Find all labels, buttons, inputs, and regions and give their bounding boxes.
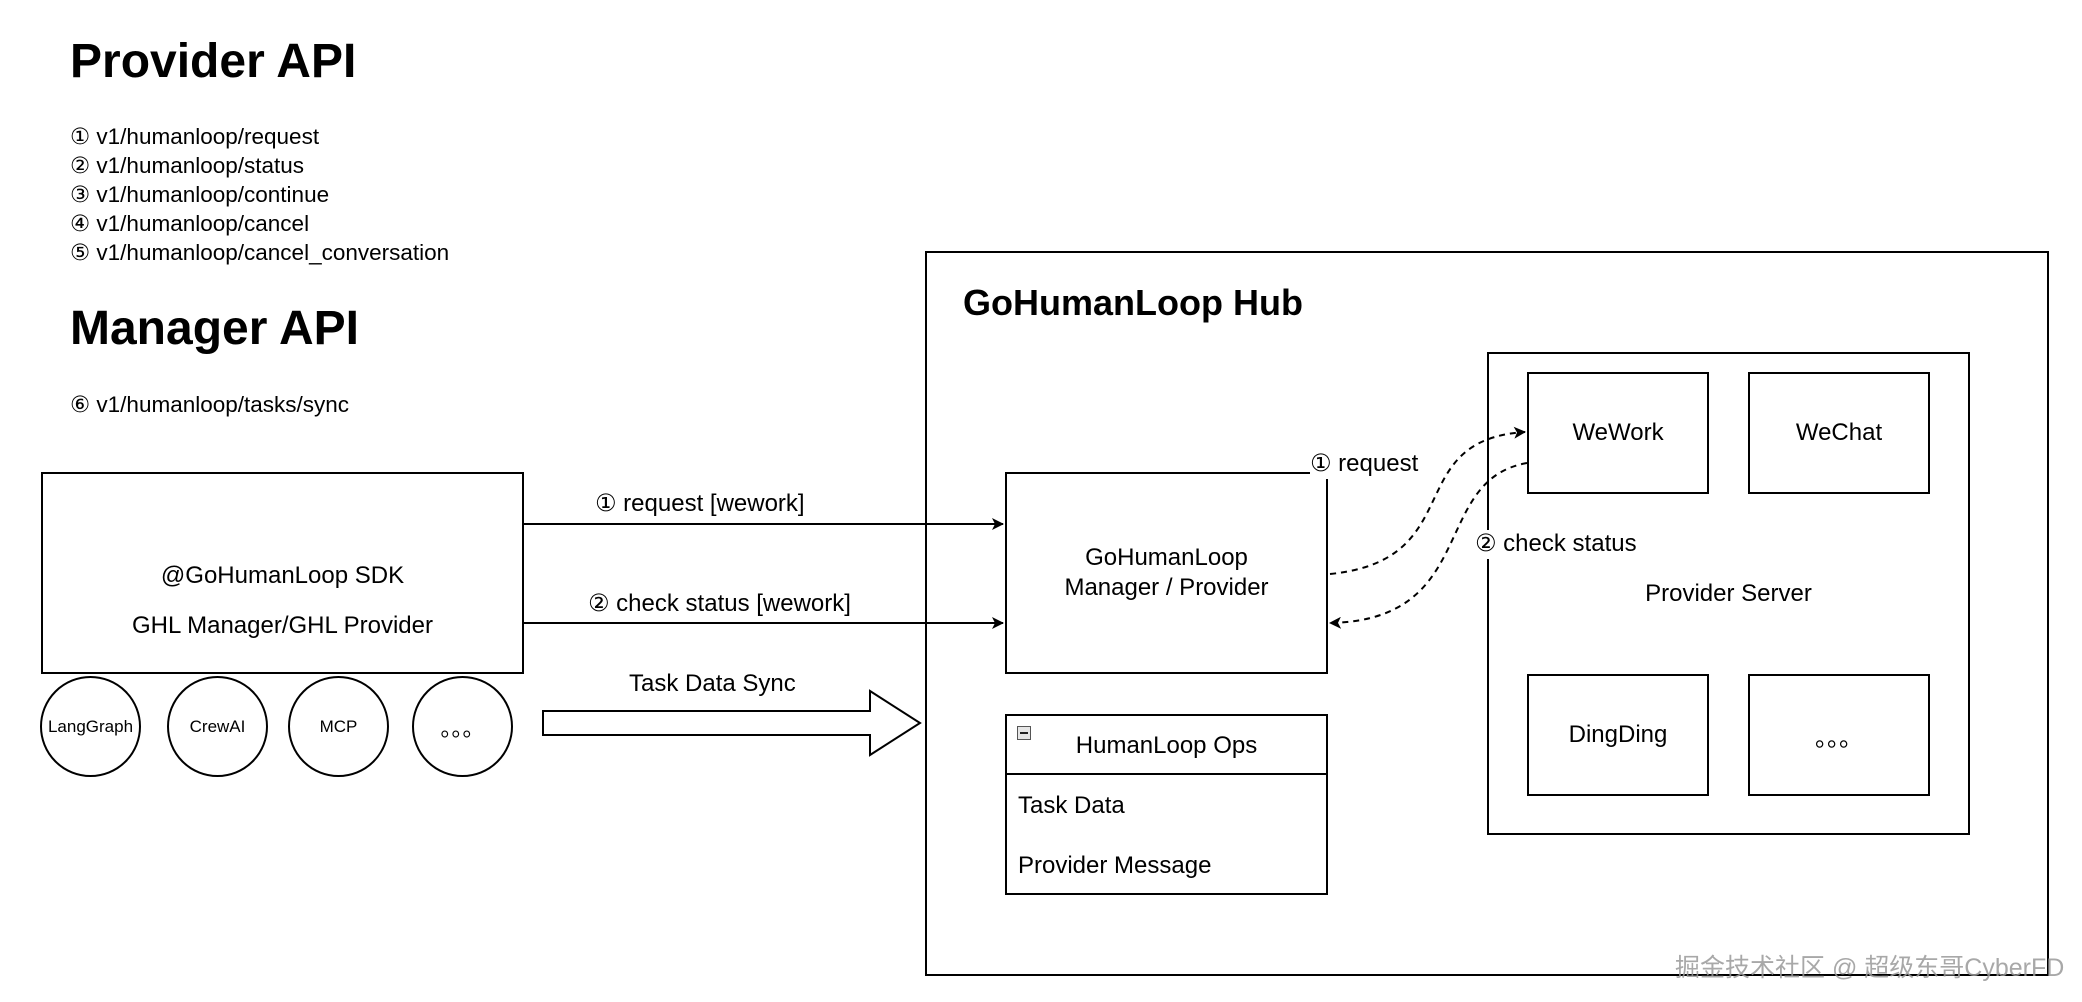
humanloop-ops-title: HumanLoop Ops xyxy=(1075,732,1258,759)
endpoint-cancel-conversation: ⑤ v1/humanloop/cancel_conversation xyxy=(70,240,450,265)
integration-crewai: CrewAI xyxy=(167,676,268,777)
provider-more: 。。。 xyxy=(1748,674,1930,796)
endpoint-cancel: ④ v1/humanloop/cancel xyxy=(70,211,310,236)
task-data-sync-arrow xyxy=(542,689,922,757)
sdk-subtitle: GHL Manager/GHL Provider xyxy=(131,612,433,639)
request-arrow-label: ① request [wework] xyxy=(595,490,805,517)
hub-request-label: ① request xyxy=(1310,450,1419,479)
collapse-icon[interactable] xyxy=(1017,726,1031,740)
hub-container xyxy=(925,251,2049,976)
status-arrow-label: ② check status [wework] xyxy=(588,590,851,617)
endpoint-tasks-sync: ⑥ v1/humanloop/tasks/sync xyxy=(70,392,350,417)
manager-provider-box: GoHumanLoop Manager / Provider xyxy=(1005,472,1328,674)
manager-api-title: Manager API xyxy=(70,302,359,355)
manager-provider-title: GoHumanLoop xyxy=(1085,544,1248,571)
provider-wework: WeWork xyxy=(1527,372,1709,494)
humanloop-ops-header: HumanLoop Ops xyxy=(1007,716,1326,775)
sdk-title: @GoHumanLoop SDK xyxy=(160,562,405,589)
endpoint-request: ① v1/humanloop/request xyxy=(70,124,320,149)
integration-langgraph: LangGraph xyxy=(40,676,141,777)
integration-more: 。。。 xyxy=(412,676,513,777)
endpoint-status: ② v1/humanloop/status xyxy=(70,153,305,178)
endpoint-continue: ③ v1/humanloop/continue xyxy=(70,182,330,207)
humanloop-ops-table: HumanLoop Ops Task Data Provider Message xyxy=(1005,714,1328,895)
hub-request-curve xyxy=(1329,426,1526,575)
ops-item-task-data: Task Data xyxy=(1018,792,1125,819)
watermark: 掘金技术社区 @ 超级东哥CyberFD xyxy=(1675,954,2065,982)
hub-status-curve xyxy=(1329,462,1528,629)
provider-dingding: DingDing xyxy=(1527,674,1709,796)
manager-provider-subtitle: Manager / Provider xyxy=(1064,574,1269,601)
sdk-box: @GoHumanLoop SDK GHL Manager/GHL Provide… xyxy=(41,472,524,674)
integration-mcp: MCP xyxy=(288,676,389,777)
provider-wechat: WeChat xyxy=(1748,372,1930,494)
provider-server-label: Provider Server xyxy=(1645,580,1812,607)
hub-title: GoHumanLoop Hub xyxy=(963,282,1303,323)
sync-arrow-label: Task Data Sync xyxy=(629,670,796,697)
ops-item-provider-message: Provider Message xyxy=(1018,852,1212,879)
provider-api-list: ① v1/humanloop/request ② v1/humanloop/st… xyxy=(70,122,449,267)
provider-api-title: Provider API xyxy=(70,35,357,88)
hub-status-label: ② check status xyxy=(1475,530,1637,559)
